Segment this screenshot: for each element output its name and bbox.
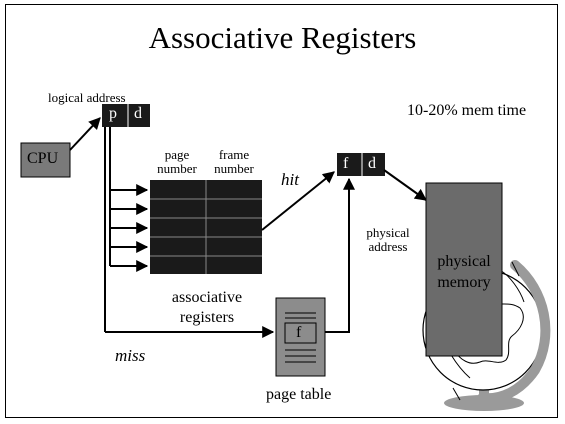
physical-address-label: physical address bbox=[366, 225, 410, 254]
physical-memory-box bbox=[425, 182, 503, 357]
associative-registers-label: associative registers bbox=[171, 289, 243, 326]
page-number-label: page number bbox=[157, 147, 197, 176]
frame-number-label: frame number bbox=[214, 147, 254, 176]
logical-d-label: d bbox=[134, 105, 142, 122]
miss-label: miss bbox=[115, 346, 146, 365]
physical-address-register bbox=[337, 153, 385, 176]
logical-address-register bbox=[102, 104, 150, 127]
page-table-f-label: f bbox=[296, 324, 302, 341]
hit-arrow bbox=[261, 171, 335, 231]
slide-title: Associative Registers bbox=[148, 20, 417, 55]
physical-memory-label: physical memory bbox=[437, 253, 491, 291]
physical-f-label: f bbox=[343, 155, 349, 172]
hit-label: hit bbox=[281, 170, 299, 189]
page-table-to-physical-arrow bbox=[325, 177, 355, 333]
cpu-to-logical-arrow bbox=[69, 117, 101, 151]
slide-frame bbox=[5, 4, 558, 418]
cpu-label: CPU bbox=[27, 150, 59, 167]
associative-registers-table bbox=[150, 180, 262, 274]
associative-input-arrows bbox=[110, 184, 149, 272]
to-memory-arrow bbox=[383, 169, 427, 201]
mem-time-label: 10-20% mem time bbox=[407, 102, 527, 119]
physical-d-label: d bbox=[368, 155, 376, 172]
page-table-box bbox=[275, 297, 326, 377]
logical-p-label: p bbox=[109, 105, 117, 122]
cpu-box bbox=[20, 142, 71, 178]
logical-address-label: logical address bbox=[48, 90, 126, 105]
page-table-label: page table bbox=[266, 386, 332, 403]
